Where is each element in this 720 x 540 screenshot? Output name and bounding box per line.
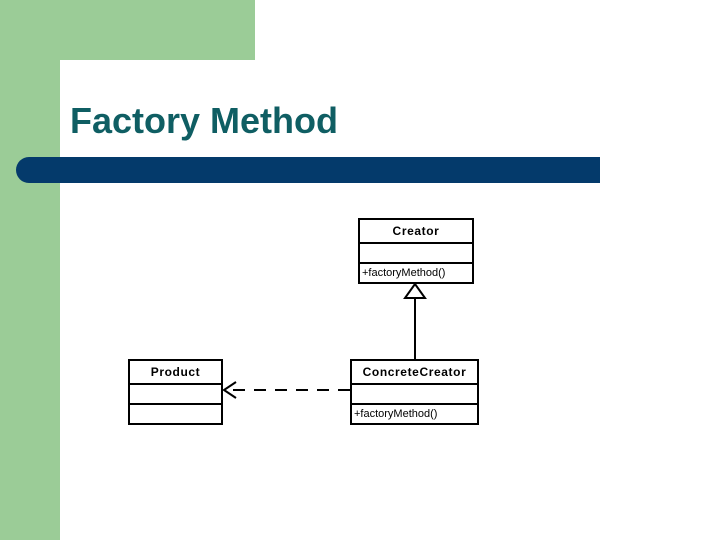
uml-operation: +factoryMethod() [362,267,446,279]
uml-attributes-compartment [360,244,472,264]
uml-attributes-compartment [130,385,221,405]
page-title: Factory Method [70,100,339,141]
uml-operation: +factoryMethod() [354,408,438,420]
uml-class-creator[interactable]: Creator +factoryMethod() [358,218,474,284]
generalization-arrowhead [403,282,427,299]
uml-class-concretecreator[interactable]: ConcreteCreator +factoryMethod() [350,359,479,425]
white-content-panel [60,62,720,540]
uml-class-product[interactable]: Product [128,359,223,425]
uml-class-name: Creator [360,220,472,244]
uml-operations-compartment [130,405,221,423]
uml-attributes-compartment [352,385,477,405]
accent-bar [16,157,600,183]
uml-class-name: ConcreteCreator [352,361,477,385]
uml-class-name: Product [130,361,221,385]
green-side-strip [0,0,60,540]
dependency-arrowhead [222,381,237,399]
